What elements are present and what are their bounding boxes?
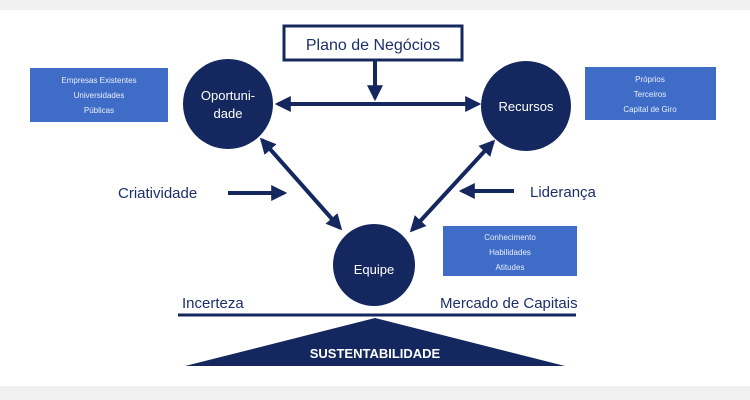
- info-line: Habilidades: [489, 248, 531, 257]
- capital-market-label: Mercado de Capitais: [440, 295, 578, 312]
- team-info-box: [443, 226, 577, 276]
- info-line: Conhecimento: [484, 233, 536, 242]
- resources-label: Recursos: [499, 99, 554, 114]
- info-line: Atitudes: [496, 263, 525, 272]
- opportunity-info-box: [30, 68, 168, 122]
- business-plan-label: Plano de Negócios: [306, 37, 440, 54]
- business-plan-box: [282, 24, 464, 62]
- info-line: Próprios: [635, 75, 665, 84]
- creativity-label: Criatividade: [118, 185, 197, 202]
- info-line: Empresas Existentes: [61, 76, 136, 85]
- opportunity-label-1: Oportuni-: [201, 88, 255, 103]
- team-label: Equipe: [354, 262, 394, 277]
- info-line: Capital de Giro: [623, 105, 677, 114]
- sustainability-label: SUSTENTABILIDADE: [310, 346, 441, 361]
- opportunity-label-2: dade: [214, 106, 243, 121]
- resources-node: [481, 61, 571, 151]
- resources-info-box: [585, 67, 716, 120]
- resources-team-arrow: [409, 139, 496, 233]
- info-line: Terceiros: [634, 90, 666, 99]
- uncertainty-label: Incerteza: [182, 295, 244, 312]
- leadership-label: Liderança: [530, 184, 597, 201]
- opportunity-node: [183, 59, 273, 149]
- info-line: Públicas: [84, 106, 114, 115]
- opportunity-team-arrow: [259, 137, 343, 231]
- team-node: [333, 224, 415, 306]
- info-line: Universidades: [74, 91, 125, 100]
- sustainability-base: [185, 318, 565, 366]
